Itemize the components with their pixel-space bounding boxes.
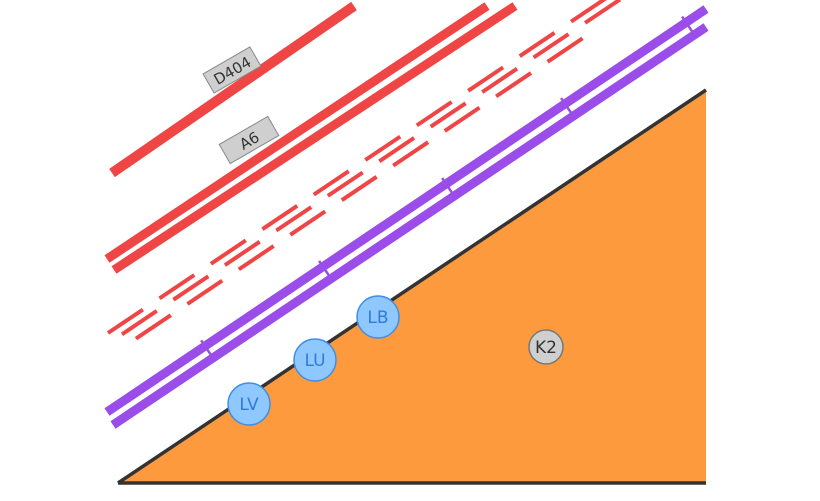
rail-tick: [441, 177, 455, 196]
dashed-road-segment: [340, 175, 378, 202]
dashed-road-segment: [326, 170, 364, 198]
dashed-road-segment: [172, 274, 210, 302]
dashed-road-segment: [364, 134, 402, 162]
dashed-road-segment: [134, 313, 172, 341]
dashed-road-segment: [120, 309, 158, 336]
rail-tick: [318, 260, 332, 279]
rail-tick: [200, 339, 214, 358]
dashed-road-segment: [237, 244, 275, 272]
road-a6[interactable]: [104, 2, 518, 274]
station-badge-lu-text: LU: [304, 351, 325, 371]
road-label-a6: A6: [218, 115, 280, 165]
dashed-road-segment: [494, 71, 533, 99]
dashed-road-segment: [481, 67, 519, 94]
dashed-road-segment: [378, 136, 416, 163]
road-dashed-band[interactable]: [106, 0, 622, 341]
dashed-road-segment: [186, 278, 224, 306]
dashed-road-segment: [532, 32, 570, 60]
dashed-road-segment: [223, 240, 261, 267]
dashed-road-segment: [569, 0, 607, 24]
dashed-road-segment: [209, 238, 247, 266]
road-d404[interactable]: [109, 1, 357, 178]
station-badge-lv[interactable]: LV: [227, 382, 271, 426]
station-badge-lb-text: LB: [367, 308, 388, 328]
dashed-road-segment: [467, 65, 505, 93]
dashed-road-segment: [429, 101, 467, 129]
area-boundary-diagonal: [117, 88, 707, 485]
dashed-road-segment: [261, 204, 299, 231]
rail-line[interactable]: [104, 5, 709, 429]
dashed-road-segment: [583, 0, 622, 25]
dashed-road-segment: [275, 205, 313, 233]
dashed-road-segment: [289, 209, 327, 237]
station-badge-lv-text: LV: [239, 395, 259, 415]
poi-badge-k2-text: K2: [535, 338, 557, 358]
dashed-road-segment: [392, 140, 430, 168]
dashed-road-segment: [312, 169, 350, 197]
dashed-road-segment: [158, 273, 196, 301]
dashed-road-segment: [443, 105, 481, 133]
dashed-road-segment: [106, 307, 145, 335]
dashed-road-segment: [518, 31, 556, 58]
station-badge-lb[interactable]: LB: [356, 295, 400, 339]
dashed-road-segment: [546, 36, 584, 64]
poi-badge-k2[interactable]: K2: [528, 329, 564, 365]
rail-tick: [560, 97, 574, 116]
dashed-road-segment: [415, 100, 453, 128]
station-badge-lu[interactable]: LU: [293, 338, 337, 382]
rail-tick: [681, 15, 695, 34]
